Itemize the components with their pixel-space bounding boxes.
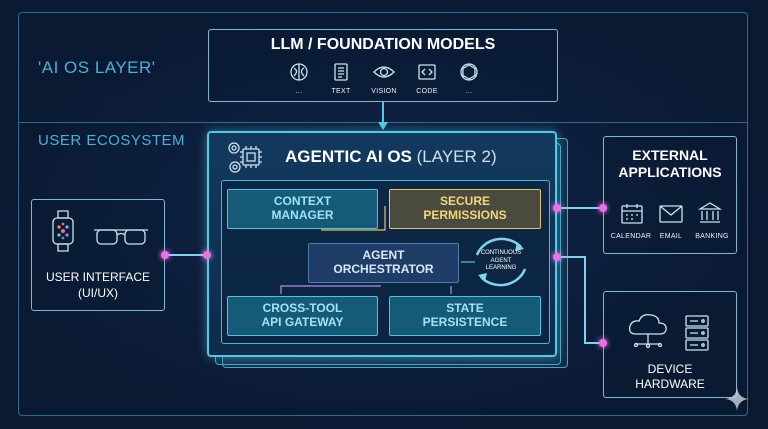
ui-line1: USER INTERFACE — [45, 270, 150, 284]
orchestrator-line1: AGENT — [362, 248, 405, 263]
continuous-learning-loop: CONTINUOUS AGENT LEARNING — [469, 233, 533, 291]
device-connector-dot — [599, 339, 607, 347]
smart-glasses-icon — [92, 222, 150, 248]
learning-line1: CONTINUOUS — [480, 250, 522, 256]
learning-line3: LEARNING — [485, 265, 517, 271]
sparkle-icon — [725, 387, 749, 411]
llm-item-5: ... — [465, 88, 473, 95]
core-title-layer: (LAYER 2) — [416, 147, 497, 166]
email-icon — [659, 205, 683, 223]
device-line2: HARDWARE — [635, 377, 705, 391]
smartwatch-icon — [50, 210, 76, 252]
secure-line1: SECURE — [439, 194, 490, 209]
code-icon — [417, 62, 437, 82]
core-right-top-connector-dot — [553, 204, 561, 212]
learning-line2: AGENT — [490, 257, 512, 264]
llm-title: LLM / FOUNDATION MODELS — [270, 36, 496, 53]
ui-line2: (UI/UX) — [78, 285, 118, 300]
openai-icon — [459, 62, 479, 82]
secure-line2: PERMISSIONS — [423, 208, 507, 222]
cycle-arrows-icon — [475, 237, 527, 287]
gear-chip-icon — [225, 139, 265, 177]
eye-icon — [373, 62, 395, 82]
bank-icon — [697, 201, 723, 225]
core-title-bold: AGENTIC AI OS — [285, 147, 412, 166]
external-connector-dot — [599, 204, 607, 212]
ai-os-layer-label: 'AI OS LAYER' — [38, 58, 156, 77]
user-ecosystem-label: USER ECOSYSTEM — [38, 132, 186, 149]
external-line2: APPLICATIONS — [618, 163, 722, 180]
server-rack-icon — [684, 314, 710, 354]
gateway-line2: API GATEWAY — [261, 315, 344, 329]
external-title: EXTERNAL APPLICATIONS — [604, 147, 736, 181]
external-email: EMAIL — [659, 233, 683, 240]
core-left-connector-dot — [203, 251, 211, 259]
gateway-line1: CROSS-TOOL — [262, 301, 343, 316]
ui-connector-dot — [161, 251, 169, 259]
external-applications-box: EXTERNAL APPLICATIONS CALENDAR EMAIL BAN… — [603, 136, 737, 254]
llm-item-text: TEXT — [331, 88, 351, 95]
cloud-network-icon — [626, 310, 670, 350]
state-line2: PERSISTENCE — [422, 315, 508, 329]
core-title: AGENTIC AI OS (LAYER 2) — [285, 147, 497, 167]
document-icon — [331, 62, 351, 82]
llm-item-vision: VISION — [371, 88, 397, 95]
llm-item-1: ... — [295, 88, 303, 95]
orchestrator-line2: ORCHESTRATOR — [333, 262, 434, 276]
llm-box: LLM / FOUNDATION MODELS ... TEXT VISION … — [208, 29, 558, 102]
context-line1: CONTEXT — [273, 194, 332, 209]
user-interface-label: USER INTERFACE (UI/UX) — [32, 270, 164, 301]
device-line1: DEVICE — [647, 362, 693, 376]
calendar-icon — [620, 203, 644, 225]
user-interface-box: USER INTERFACE (UI/UX) — [31, 199, 165, 311]
context-line2: MANAGER — [271, 208, 334, 222]
learning-label: CONTINUOUS AGENT LEARNING — [469, 250, 533, 273]
device-label: DEVICE HARDWARE — [604, 362, 736, 392]
state-line1: STATE — [446, 301, 484, 316]
core-internal-connectors — [280, 206, 475, 294]
device-hardware-box: DEVICE HARDWARE — [603, 291, 737, 398]
external-banking: BANKING — [695, 233, 729, 240]
llm-to-core-arrow — [378, 102, 388, 130]
external-line1: EXTERNAL — [632, 147, 708, 163]
llm-item-code: CODE — [416, 88, 438, 95]
core-right-bottom-connector-dot — [553, 253, 561, 261]
outer-frame — [18, 12, 748, 416]
brain-icon — [289, 62, 309, 82]
external-calendar: CALENDAR — [610, 233, 652, 240]
